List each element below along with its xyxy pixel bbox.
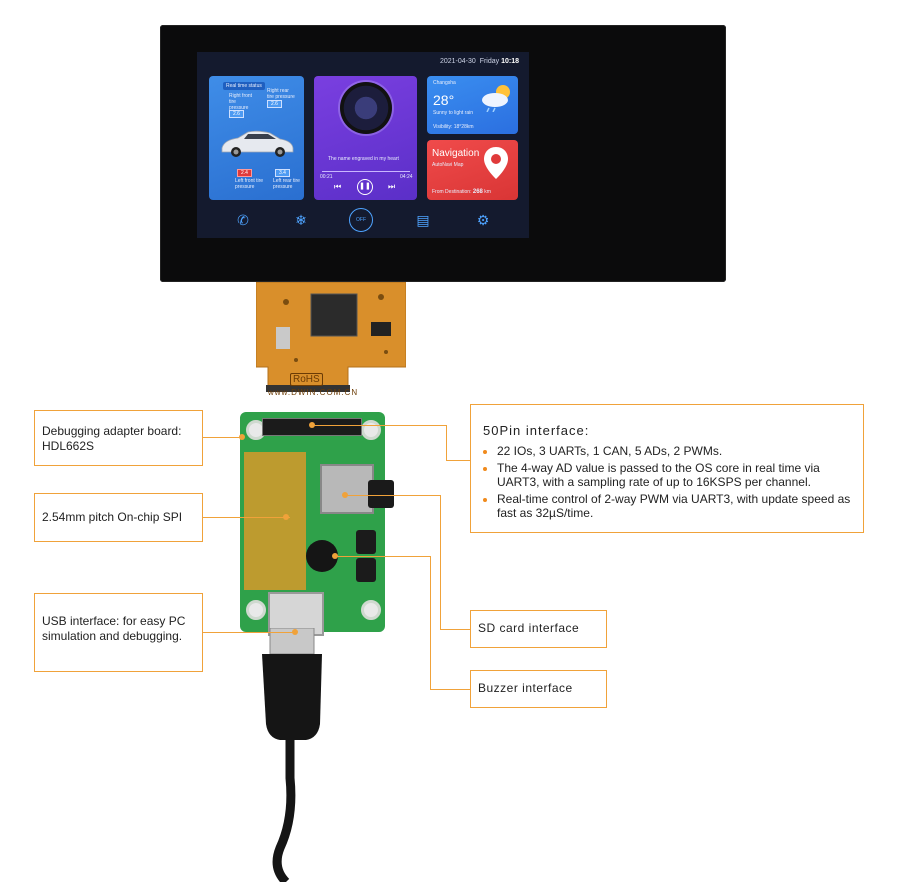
spi-header-area [244,452,306,590]
connector-line [440,629,470,630]
connector-line [345,495,440,496]
interface-label: 50Pin interface: 22 IOs, 3 UARTs, 1 CAN,… [470,404,864,533]
usb-label: USB interface: for easy PC simulation an… [34,593,203,672]
usb-line2: simulation and debugging. [42,629,183,643]
left-rear-label: Left rear tire pressure [273,178,300,190]
prev-icon[interactable]: ⏮ [334,182,342,191]
interface-item: 22 IOs, 3 UARTs, 1 CAN, 5 ADs, 2 PWMs. [497,444,853,458]
connector-dot [239,434,245,440]
connector-dot [309,422,315,428]
sd-card-text: SD card interface [478,621,580,635]
capacitor [356,558,376,582]
capacitor [356,530,376,554]
debug-board-line2: HDL662S [42,439,95,453]
fpc-main-board [256,282,406,392]
car-image [221,130,294,157]
usb-line1: USB interface: for easy PC [42,614,186,628]
debug-board-label: Debugging adapter board: HDL662S [34,410,203,466]
connector-line [430,689,470,690]
mount-hole [246,600,266,620]
left-front-label: Left front tire pressure [235,178,264,190]
connector-line [335,556,430,557]
connector-line [202,517,290,518]
music-card: The name engraved in my heart 00:21 04:2… [314,76,417,200]
phone-icon[interactable]: ✆ [237,212,249,228]
progress-bar[interactable] [322,171,410,172]
snowflake-icon[interactable]: ❄ [295,212,307,228]
navigation-title: Navigation [432,148,480,159]
song-title: The name engraved in my heart [328,156,399,162]
distance-unit: km [484,189,491,195]
pause-icon[interactable]: ❚❚ [357,179,373,195]
lcd-screen: 2021-04-30 Friday 10:18 Real time status… [197,52,529,238]
album-disc [340,82,392,134]
status-bar: 2021-04-30 Friday 10:18 [197,52,529,72]
connector-line [202,632,296,633]
rohs-mark: RoHS [290,373,323,386]
map-pin-icon [484,147,508,179]
distance-text: From Destination: 268 km [432,189,491,195]
adapter-board [240,412,394,636]
connector-dot [283,514,289,520]
debug-board-line1: Debugging adapter board: [42,424,182,438]
left-front-badge: 2.4 [237,169,252,177]
interface-item: Real-time control of 2-way PWM via UART3… [497,492,853,520]
sun-cloud-icon [482,85,510,112]
connector-line [202,437,242,438]
connector-line [430,556,431,689]
card-icon[interactable]: ▤ [416,212,430,228]
temperature: 28° [433,92,455,108]
right-rear-badge: 3.4 [275,169,290,177]
dwin-url: www.DWIN.COM.CN [268,388,359,397]
spi-text: 2.54mm pitch On-chip SPI [42,510,183,524]
car-card-title: Real time status [223,82,265,90]
weather-card: Changsha 28° Sunny to light rain Visibil… [427,76,518,134]
settings-icon[interactable]: ⚙ [476,212,490,228]
right-front-label: Right front tire pressure [229,93,253,111]
right-rear-small-badge: 2.6 [267,100,282,108]
interface-title: 50Pin interface: [483,423,590,438]
connector-dot [292,629,298,635]
usb-cable [262,628,322,882]
connector-dot [332,553,338,559]
date-text: 2021-04-30 [439,58,476,65]
time-end: 04:24 [400,174,413,180]
interface-list: 22 IOs, 3 UARTs, 1 CAN, 5 ADs, 2 PWMs. T… [483,444,853,520]
weather-desc: Sunny to light rain [433,110,474,116]
time-text: 10:18 [501,58,519,65]
mount-hole [361,600,381,620]
connector-line [446,425,447,460]
buzzer-label: Buzzer interface [470,670,607,708]
time-start: 00:21 [320,174,333,180]
mount-hole [361,420,381,440]
connector-line [313,425,446,426]
sd-card [368,480,394,508]
date-time: 2021-04-30 Friday 10:18 [440,58,519,65]
next-icon[interactable]: ⏭ [388,182,396,191]
right-rear-label: Right rear tire pressure [267,88,295,100]
connector-line [446,460,471,461]
connector-line [440,495,441,629]
city-label: Changsha [433,80,456,86]
sd-card-slot [320,464,374,514]
car-status-card: Real time status Right front tire pressu… [209,76,304,200]
right-front-badge: 2.6 [229,110,244,118]
distance-label: From Destination: [432,189,472,195]
buzzer-text: Buzzer interface [478,681,573,695]
bottom-dock: ✆ ❄ OFF ▤ ⚙ [197,204,529,238]
navigation-subtitle: AutoNavi Map [432,162,464,168]
sd-card-label: SD card interface [470,610,607,648]
visibility-text: Visibility: 18°28km [433,124,474,130]
navigation-card[interactable]: Navigation AutoNavi Map From Destination… [427,140,518,200]
day-text: Friday [479,58,500,65]
interface-item: The 4-way AD value is passed to the OS c… [497,461,853,489]
fan-icon[interactable]: OFF [349,208,373,232]
connector-dot [342,492,348,498]
distance-value: 268 [472,189,483,195]
spi-label: 2.54mm pitch On-chip SPI [34,493,203,542]
